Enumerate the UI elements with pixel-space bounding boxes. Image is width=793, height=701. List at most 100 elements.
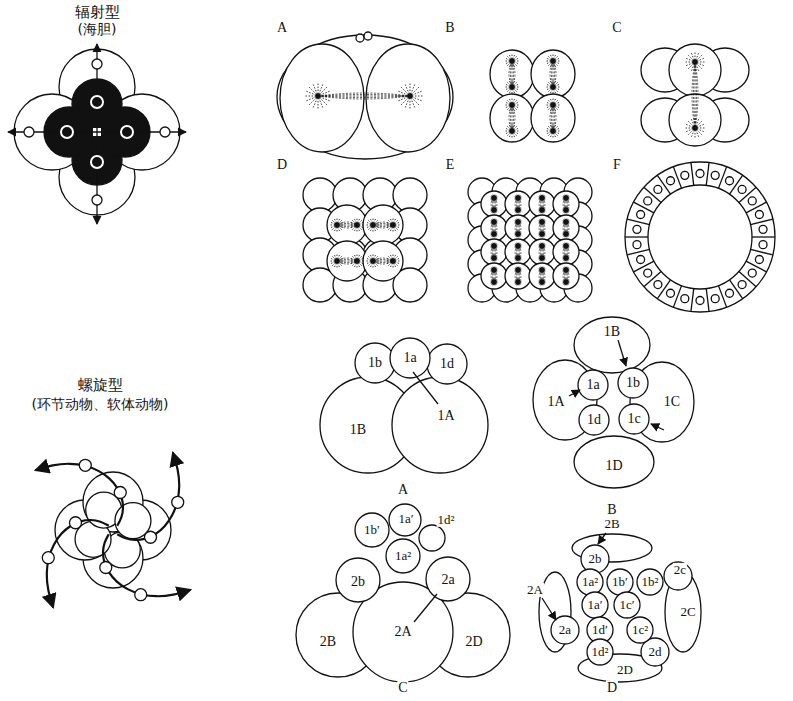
aster-ray	[367, 226, 372, 228]
aster-ray	[397, 97, 408, 102]
centrosome	[355, 223, 359, 227]
cell-label: 2D	[616, 663, 634, 677]
aster-ray	[546, 88, 552, 90]
nucleus	[91, 96, 103, 108]
aster-ray	[313, 98, 318, 109]
spindle-fiber	[512, 105, 515, 131]
aster-ray	[338, 263, 340, 268]
aster-ray	[555, 106, 561, 108]
aster-ray	[331, 226, 336, 228]
aster-ray	[513, 89, 515, 95]
cell-label: 1a′	[586, 598, 603, 612]
aster-ray	[545, 131, 551, 132]
panel-letter: B	[606, 502, 617, 517]
cell	[577, 569, 603, 595]
cell	[390, 338, 430, 378]
aster-ray	[359, 225, 364, 226]
aster-ray	[304, 96, 316, 97]
aster-ray	[684, 62, 693, 63]
nucleus	[748, 269, 756, 277]
spindle-fiber	[373, 258, 393, 261]
nucleus	[681, 295, 689, 303]
nucleus	[42, 552, 54, 564]
aster-ray	[332, 262, 336, 266]
centrosome	[540, 244, 544, 248]
aster-ray	[512, 107, 513, 113]
aster-ray	[696, 129, 702, 135]
cell-label: 1a	[585, 377, 600, 392]
aster-ray	[395, 222, 400, 224]
nucleus	[633, 225, 641, 233]
aster-ray	[545, 87, 551, 88]
centrosome	[516, 268, 520, 272]
aster-ray	[505, 106, 511, 108]
aster-ray	[550, 98, 552, 104]
spindle-fiber	[318, 95, 410, 97]
aster-ray	[338, 227, 340, 232]
cell	[664, 562, 692, 590]
aster-ray	[313, 83, 318, 94]
aster-ray	[697, 63, 705, 66]
aster-ray	[550, 107, 552, 113]
nucleus	[135, 589, 147, 601]
aster-ray	[505, 58, 511, 60]
cell	[529, 263, 555, 289]
aster-ray	[696, 63, 702, 69]
aster-ray	[337, 218, 338, 223]
aster-ray	[358, 262, 362, 266]
cell	[587, 639, 613, 665]
aster-ray	[509, 107, 511, 113]
blastocoel	[648, 185, 752, 289]
nucleus	[637, 210, 645, 218]
aster-ray	[374, 262, 378, 266]
cell-label: 2A	[393, 624, 412, 639]
spindle-fiber	[512, 61, 515, 87]
spindle-fiber	[553, 105, 555, 131]
cell-label: 1a′	[397, 512, 414, 526]
aster-ray	[514, 106, 520, 108]
panel-letter: E	[445, 157, 456, 172]
centrosome	[551, 129, 555, 133]
cell	[481, 215, 507, 241]
nucleus	[644, 197, 652, 205]
aster-ray	[410, 98, 411, 110]
centrosome	[564, 256, 568, 260]
nucleus	[738, 185, 746, 193]
nucleus	[755, 210, 763, 218]
spiral-arrow	[117, 452, 179, 540]
leader-line	[413, 372, 438, 404]
aster-ray	[514, 61, 520, 62]
aster-ray	[358, 220, 362, 224]
cell-label: 1d²	[437, 513, 456, 527]
pointer-arrow	[598, 533, 606, 544]
centrosome	[391, 223, 395, 227]
aster-ray	[512, 123, 513, 129]
nucleus	[92, 195, 102, 205]
aster-ray	[697, 58, 705, 61]
aster-ray	[394, 227, 396, 232]
aster-ray	[509, 133, 511, 139]
nucleus	[160, 127, 170, 137]
spiral-arrow	[47, 520, 109, 608]
aster-ray	[509, 63, 511, 69]
cell	[614, 592, 640, 618]
aster-ray	[509, 54, 511, 60]
aster-ray	[394, 256, 398, 260]
cell	[490, 50, 534, 98]
aster-ray	[366, 225, 371, 226]
aster-ray	[393, 263, 394, 268]
aster-ray	[697, 129, 705, 132]
aster-ray	[550, 89, 552, 95]
cell	[389, 504, 421, 536]
aster-ray	[514, 128, 520, 130]
aster-ray	[513, 107, 515, 113]
aster-ray	[339, 225, 344, 226]
aster-ray	[695, 51, 696, 60]
aster-ray	[387, 262, 392, 264]
spindle-fiber	[373, 261, 393, 264]
centrosome	[371, 223, 375, 227]
cell	[529, 191, 555, 217]
aster-ray	[393, 254, 394, 259]
centrosome	[564, 208, 568, 212]
cell-wall	[750, 219, 772, 225]
